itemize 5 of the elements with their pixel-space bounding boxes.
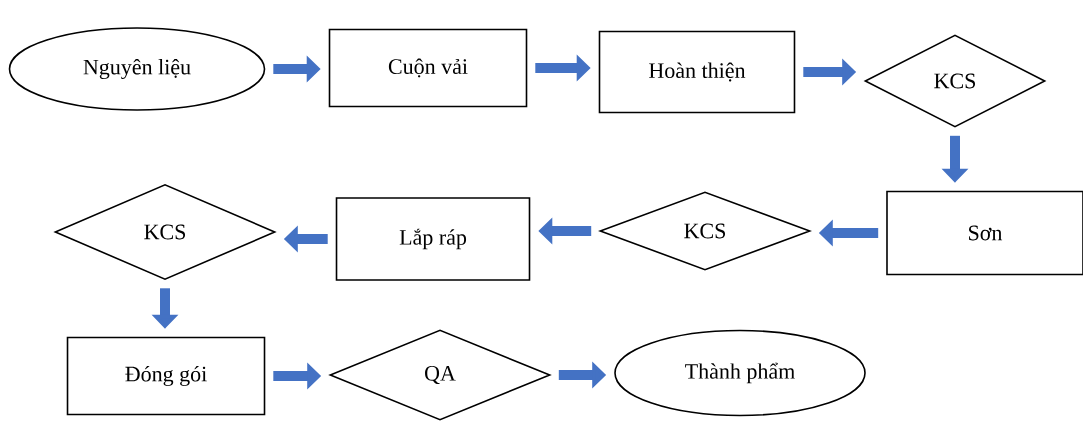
process-box: Sơn [886,190,1083,276]
process-box: Lắp ráp [335,197,531,281]
process-box: Đóng gói [66,336,266,416]
process-box: Hoàn thiện [598,30,796,114]
process-box: Cuộn vải [328,28,528,108]
